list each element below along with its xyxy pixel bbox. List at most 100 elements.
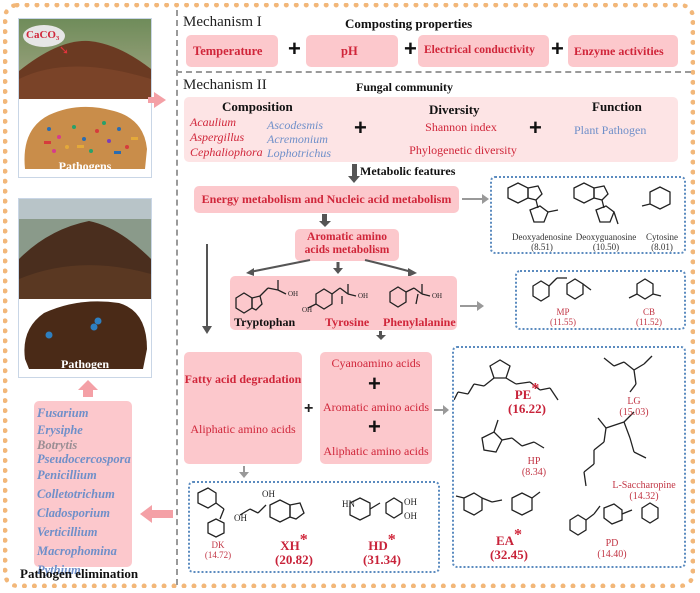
amino-acid-tyrosine: Tyrosine — [325, 315, 370, 329]
caco3-label: CaCO₃ — [26, 29, 60, 41]
arrow-left-icon — [140, 505, 152, 523]
svg-text:OH: OH — [302, 306, 312, 314]
significance-star-icon: * — [387, 531, 396, 549]
composition-red-list: Acaulium Aspergillus Cephaliophora — [190, 115, 263, 160]
cyano-box-line: Cyanoamino acids — [331, 356, 421, 370]
metabolite-structures-box: PE* (16.22) LG(15.03) HP(8.34) L-Sacchar… — [452, 346, 686, 568]
mechanism-1-title: Mechanism I — [183, 14, 262, 30]
arrow-down-shaft — [352, 164, 357, 178]
outer-frame — [3, 3, 695, 588]
phe-product-structures — [532, 277, 662, 302]
pathogen-item: Botrytis — [37, 438, 78, 452]
function-header: Function — [592, 99, 642, 114]
composition-blue-list: Ascodesmis Acremonium Lophotrichus — [267, 118, 331, 160]
arrow-right-gray-icon — [443, 405, 449, 415]
plus-icon: + — [404, 36, 417, 61]
arrow-left-shaft — [151, 510, 173, 518]
arrow-down-gray-icon — [239, 472, 249, 478]
arrow-right-gray-icon — [477, 301, 484, 311]
genus-item: Aspergillus — [190, 130, 245, 144]
arrow-right-icon — [154, 92, 166, 108]
property-label: Electrical conductivity — [424, 44, 535, 56]
compost-pile-image — [19, 19, 151, 177]
arrow-down-icon — [319, 221, 331, 227]
aromatic-box-label: Aromatic amino acids metabolism — [304, 231, 390, 256]
caco3-bubble: CaCO₃ — [23, 25, 65, 47]
caco3-arrow-icon: ➘ — [59, 43, 70, 57]
nucleoside-structures — [507, 182, 671, 225]
molecule-label: Deoxyadenosine(8.51) — [512, 232, 572, 252]
arrow-down-shaft — [379, 331, 382, 336]
plus-icon: + — [529, 115, 542, 140]
pathogen-item: Macrophomina — [37, 544, 117, 558]
svg-text:OH: OH — [404, 497, 417, 507]
pathogen-item: Pseudocercospora — [37, 452, 131, 466]
aromatic-amino-acids-box: Aromatic amino acids metabolism — [295, 229, 399, 261]
pathogen-label: Pathogen — [61, 357, 109, 371]
property-electrical-conductivity: Electrical conductivity — [418, 35, 549, 67]
genus-item: Ascodesmis — [267, 118, 323, 132]
arrow-right-gray-shaft — [462, 198, 484, 200]
composition-header: Composition — [222, 99, 293, 114]
phenylalanine-products-box: MP(11.55) CB(11.52) — [515, 270, 686, 330]
arrow-right-gray-icon — [482, 194, 489, 204]
bottom-metabolite-structures: OH OH OH OH HN — [197, 487, 417, 538]
panel-divider-vertical — [176, 10, 178, 585]
cyanoamino-box: Cyanoamino acids + Aromatic amino acids … — [320, 352, 432, 464]
arrow-right-gray-shaft — [434, 409, 444, 411]
significance-star-icon: * — [531, 380, 540, 398]
molecule-label: Deoxyguanosine(10.50) — [575, 232, 637, 252]
pathogen-item: Colletotrichum — [37, 487, 115, 501]
amino-acid-structures: OH OH OH OH — [235, 280, 442, 314]
plus-icon: + — [354, 115, 367, 140]
molecule-label: MP(11.55) — [550, 307, 576, 327]
fungal-community-title: Fungal community — [356, 80, 454, 94]
fatty-box-line: Aliphatic amino acids — [190, 422, 296, 436]
genus-item: Acremonium — [267, 132, 328, 146]
treated-compost-panel: Pathogen — [18, 198, 152, 378]
metabolite-structures — [454, 355, 659, 536]
genus-item: Cephaliophora — [190, 145, 263, 159]
pathogen-item: Cladosporium — [37, 506, 110, 520]
property-temperature: Temperature — [186, 35, 278, 67]
compound-label-pd: PD(14.40) — [597, 538, 627, 560]
treated-compost-image — [19, 199, 151, 377]
compound-label-l-saccharopine: L-Saccharopine(14.32) — [612, 480, 676, 502]
cyano-box-line: Aromatic amino acids — [323, 400, 429, 414]
pathogen-item: Erysiphe — [37, 423, 83, 437]
compound-label-ea: EA* (32.45) — [490, 526, 528, 562]
amino-acid-tryptophan: Tryptophan — [234, 315, 296, 329]
compound-label-xh: XH* (20.82) — [275, 531, 313, 567]
pathogens-label: Pathogens — [58, 159, 112, 173]
energy-nucleic-metabolism-box: Energy metabolism and Nucleic acid metab… — [194, 186, 459, 213]
cyano-box-line: Aliphatic amino acids — [323, 444, 429, 458]
amino-acid-phenylalanine: Phenylalanine — [383, 315, 456, 329]
arrow-down-long-icon — [202, 326, 212, 334]
bottom-metabolites-box: OH OH OH OH HN DK(14.72) XH* (20.82) HD*… — [188, 481, 440, 573]
pathogen-item: Pythium — [37, 563, 81, 577]
panel-divider-horizontal — [176, 71, 691, 73]
compost-with-caco3-panel: CaCO₃ ➘ Pathogens — [18, 18, 152, 178]
significance-star-icon: * — [514, 526, 523, 544]
property-enzyme-activities: Enzyme activities — [568, 35, 678, 67]
plus-icon: + — [368, 371, 381, 396]
function-item: Plant Pathogen — [574, 123, 647, 137]
mechanism-2-title: Mechanism II — [183, 77, 267, 93]
svg-text:OH: OH — [404, 511, 417, 521]
plus-icon: + — [288, 36, 301, 61]
molecule-label: CB(11.52) — [636, 307, 662, 327]
arrow-icon — [246, 268, 254, 276]
plus-icon: + — [368, 414, 381, 439]
svg-text:OH: OH — [262, 489, 275, 499]
significance-star-icon: * — [299, 531, 308, 549]
arrow-right-shaft — [148, 97, 156, 103]
pathogen-item: Penicillium — [37, 468, 97, 482]
arrow-down-long-shaft — [206, 244, 208, 328]
arrow-right-gray-shaft — [460, 305, 478, 307]
pathogen-elimination-label: Pathogen elimination — [20, 566, 139, 581]
arrow-down-icon — [348, 176, 360, 183]
arrow-up-icon — [78, 380, 98, 390]
diversity-item: Shannon index — [425, 120, 497, 134]
compound-label-hd: HD* (31.34) — [363, 531, 401, 567]
arrow-down-gray-shaft — [243, 466, 245, 474]
